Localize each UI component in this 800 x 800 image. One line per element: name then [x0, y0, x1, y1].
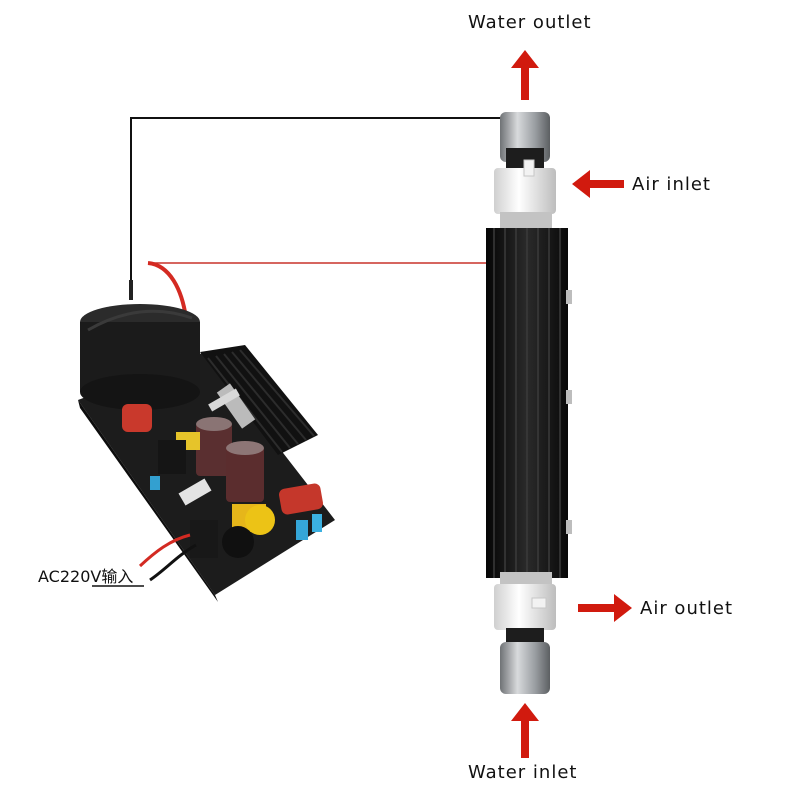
tube-fins — [493, 228, 561, 578]
resistor — [178, 478, 212, 506]
heatsink — [200, 345, 318, 455]
top-white-fitting — [494, 168, 556, 214]
air-outlet-arrow — [578, 594, 632, 622]
relay — [158, 440, 186, 474]
air-outlet-label: Air outlet — [640, 598, 734, 619]
input-wire-red — [138, 533, 191, 568]
air-inlet-label: Air inlet — [632, 174, 711, 195]
electrolytic-capacitors — [196, 417, 264, 502]
ozone-generator-tube — [486, 112, 572, 694]
bottom-white-fitting — [494, 584, 556, 630]
hv-transformer — [80, 304, 200, 410]
power-input-label: AC220V输入 — [38, 567, 134, 586]
black-varistor — [222, 526, 254, 558]
cyan-capacitor — [150, 476, 160, 490]
cyan-capacitor — [296, 520, 308, 540]
air-inlet-arrow — [572, 170, 624, 198]
black-hv-wire — [130, 117, 505, 280]
cyan-capacitor — [312, 514, 322, 532]
ozone-power-board — [78, 304, 335, 602]
red-capacitor — [279, 483, 323, 515]
water-outlet-label: Water outlet — [468, 12, 592, 33]
water-inlet-arrow — [511, 703, 539, 758]
fuse — [208, 388, 240, 412]
terminal-block — [190, 520, 218, 558]
yellow-coil — [245, 505, 275, 535]
red-capacitor — [122, 404, 152, 432]
water-outlet-arrow — [511, 50, 539, 100]
arrow-icon — [511, 50, 632, 758]
input-wire-black — [149, 543, 197, 582]
water-inlet-label: Water inlet — [468, 762, 578, 783]
bottom-metal-cap — [500, 642, 550, 694]
